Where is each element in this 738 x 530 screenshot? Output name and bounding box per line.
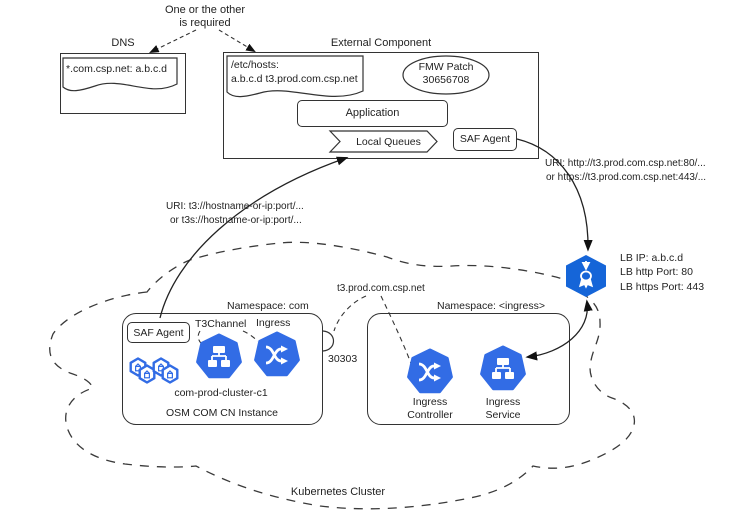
nodeport-label: 30303	[328, 353, 358, 365]
nodeport-notch	[322, 330, 335, 352]
external-saf-agent-label: SAF Agent	[459, 133, 511, 145]
instance-label: OSM COM CN Instance	[165, 407, 279, 419]
lb-http-port: LB http Port: 80	[620, 266, 693, 278]
cloud-outline	[49, 241, 636, 510]
ingress-icon	[254, 331, 300, 377]
etc-hosts-line2: a.b.c.d t3.prod.com.csp.net	[231, 73, 358, 85]
external-component-title: External Component	[330, 37, 432, 49]
local-queues-label: Local Queues	[356, 136, 421, 148]
load-balancer-icon	[566, 255, 606, 297]
local-queues-shape	[328, 130, 438, 153]
leader-t3channel-to-cluster	[197, 330, 205, 347]
ingress-controller-icon	[407, 348, 453, 394]
t3channel-cluster-icon	[196, 333, 242, 379]
com-saf-agent-box	[127, 322, 190, 343]
uri-http-line2: or https://t3.prod.com.csp.net:443/...	[546, 172, 707, 183]
application-label: Application	[345, 107, 400, 119]
arrow-saf-to-local-queues	[159, 156, 349, 319]
t3channel-label: T3Channel	[195, 318, 247, 330]
leader-t3channel-to-ingress	[242, 330, 259, 342]
callout-line1: One or the other	[164, 4, 246, 16]
leader-t3-to-ingress-controller	[380, 295, 413, 367]
arrow-lb-ingress-service	[525, 299, 593, 361]
lb-ip: LB IP: a.b.c.d	[620, 252, 684, 264]
fmw-patch-line2: 30656708	[422, 74, 470, 86]
callout-arrow-to-dns	[149, 29, 197, 53]
com-saf-agent-label: SAF Agent	[133, 327, 184, 339]
dns-record: *.com.csp.net: a.b.c.d	[66, 63, 167, 75]
fmw-patch-ellipse	[402, 55, 490, 95]
kubernetes-cluster-label: Kubernetes Cluster	[290, 486, 386, 498]
uri-http-line1: URI: http://t3.prod.com.csp.net:80/...	[545, 158, 706, 169]
fmw-patch-line1: FMW Patch	[418, 61, 474, 73]
pods-icon	[154, 359, 178, 383]
etc-hosts-document	[226, 55, 364, 98]
ingress-controller-line1: Ingress	[412, 396, 448, 408]
etc-hosts-line1: /etc/hosts:	[231, 59, 279, 71]
arrow-saf-to-lb	[516, 138, 593, 252]
ingress-service-line1: Ingress	[485, 396, 521, 408]
external-saf-agent-box	[453, 128, 517, 151]
uri-t3-line2: or t3s://hostname-or-ip:port/...	[170, 215, 302, 226]
t3-hostname: t3.prod.com.csp.net	[337, 283, 425, 294]
dns-record-document	[62, 57, 178, 92]
namespace-com-title: Namespace: com	[227, 300, 309, 312]
dns-title: DNS	[111, 37, 135, 49]
uri-t3-line1: URI: t3://hostname-or-ip:port/...	[166, 201, 304, 212]
namespace-ingress-title: Namespace: <ingress>	[437, 300, 545, 312]
callout-line2: is required	[179, 17, 231, 29]
cluster-name: com-prod-cluster-c1	[174, 387, 268, 399]
pods-icon	[131, 359, 155, 383]
ingress-service-icon	[480, 345, 526, 391]
application-box	[297, 100, 448, 127]
leader-t3-to-nodeport	[333, 295, 367, 332]
ingress-controller-line2: Controller	[407, 409, 453, 421]
ingress-label: Ingress	[256, 317, 291, 329]
ingress-service-line2: Service	[485, 409, 521, 421]
lb-https-port: LB https Port: 443	[620, 281, 705, 293]
